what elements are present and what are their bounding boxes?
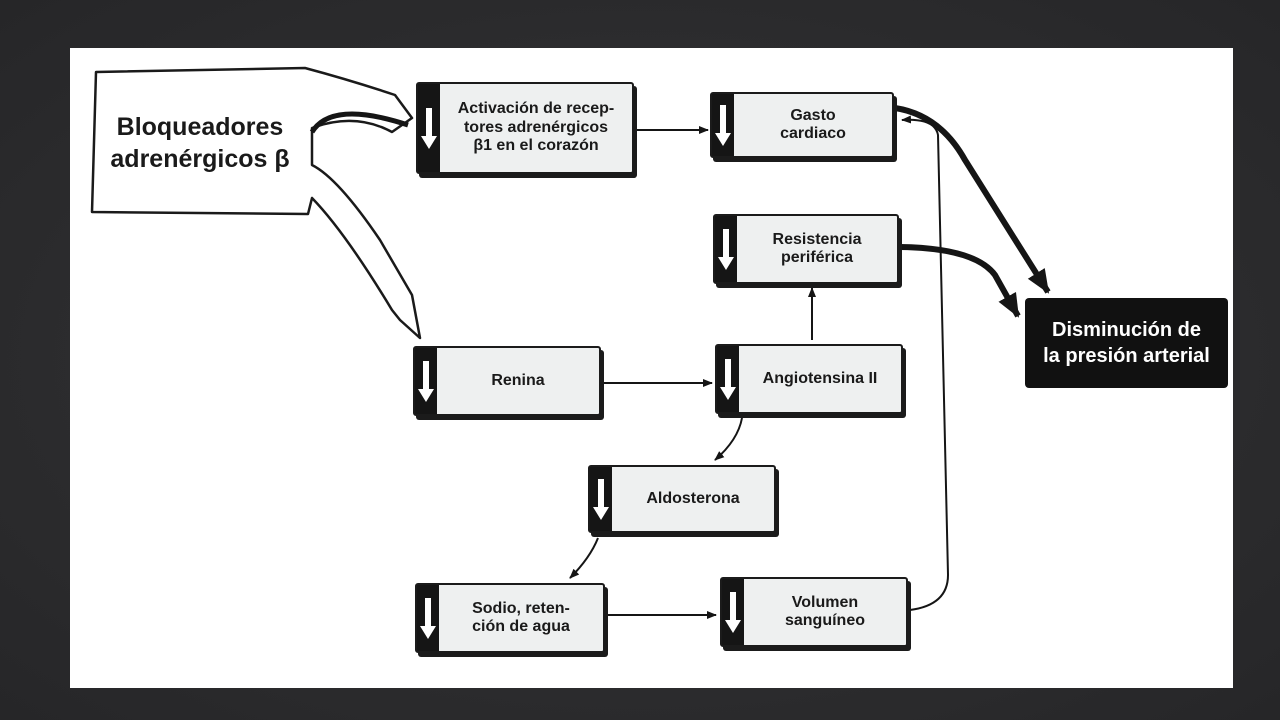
down-arrow-icon (717, 346, 739, 412)
source-callout-shape (90, 66, 422, 340)
node-label: Angiotensina II (762, 369, 878, 387)
node-label: Aldosterona (646, 489, 740, 507)
source-callout-curl (309, 111, 409, 134)
node-angiotensina-ii: Angiotensina II (715, 344, 903, 414)
down-arrow-icon (415, 348, 437, 414)
arrow-volumen-to-gasto (901, 115, 950, 611)
down-arrow-icon (722, 579, 744, 645)
arrow-aldosterona-to-sodio (569, 537, 599, 579)
node-aldosterona: Aldosterona (588, 465, 776, 533)
arrow-angiotensina-to-aldosterona (714, 417, 743, 461)
node-label: Activación de recep- tores adrenérgicos … (457, 100, 615, 155)
down-arrow-icon (712, 94, 734, 156)
node-renina: Renina (413, 346, 601, 416)
node-gasto-cardiaco: Gasto cardiaco (710, 92, 894, 158)
node-label: Renina (491, 371, 545, 389)
node-label: Sodio, reten- ción de agua (472, 599, 570, 635)
node-volumen-sanguineo: Volumen sanguíneo (720, 577, 908, 647)
down-arrow-icon (715, 216, 737, 282)
node-label: Resistencia periférica (772, 230, 862, 266)
source-node: Bloqueadores adrenérgicos β (90, 72, 310, 214)
node-resistencia-periferica: Resistencia periférica (713, 214, 899, 284)
result-label: Disminución de la presión arterial (1043, 319, 1210, 367)
down-arrow-icon (417, 585, 439, 651)
node-label: Gasto cardiaco (780, 106, 846, 142)
node-beta1-activation: Activación de recep- tores adrenérgicos … (416, 82, 634, 174)
arrow-resistencia-to-result (899, 244, 1021, 318)
node-label: Volumen sanguíneo (784, 593, 865, 629)
node-sodio-retencion-agua: Sodio, reten- ción de agua (415, 583, 605, 653)
down-arrow-icon (418, 84, 440, 172)
source-label: Bloqueadores adrenérgicos β (110, 112, 290, 174)
arrow-gasto-to-result (894, 105, 1051, 294)
down-arrow-icon (590, 467, 612, 531)
result-node: Disminución de la presión arterial (1025, 298, 1228, 388)
